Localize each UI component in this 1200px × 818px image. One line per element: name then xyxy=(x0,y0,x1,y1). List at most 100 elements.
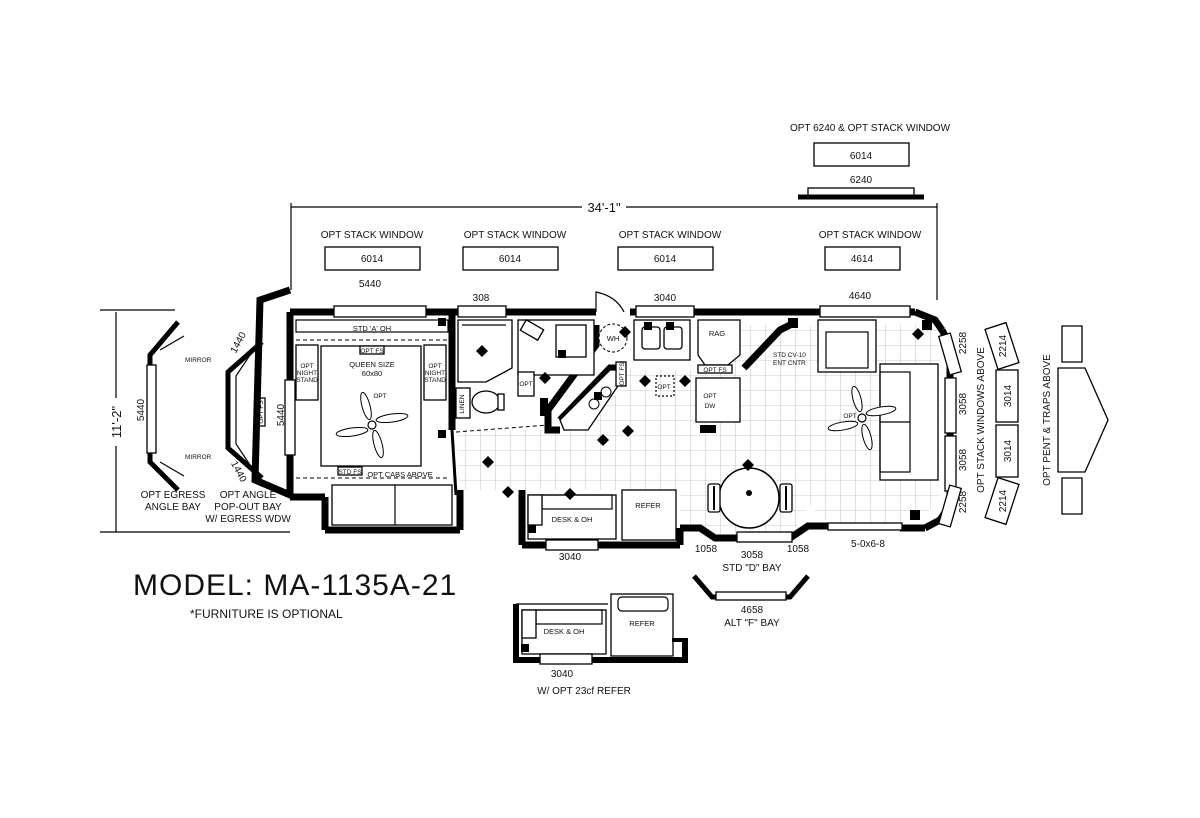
window-3040-top-label: 3040 xyxy=(654,293,677,304)
opt-bath-label: OPT xyxy=(519,381,532,388)
opt-fs-kitchen-label: OPT FS xyxy=(619,362,626,386)
window-308-label: 308 xyxy=(473,293,490,304)
alt-desk-oh-label: DESK & OH xyxy=(544,627,585,636)
egress-bay-label-2: ANGLE BAY xyxy=(145,502,201,513)
bedroom xyxy=(295,318,453,526)
window-3058-bay xyxy=(736,531,793,543)
nightstand-left-label-2: NIGHT xyxy=(297,370,317,377)
fan-opt-living-label: OPT xyxy=(843,413,856,420)
std-cv10-label-2: ENT CNTR xyxy=(773,360,806,367)
opt-stack-window-label-3: OPT STACK WINDOW xyxy=(619,230,722,241)
stack-window-6014-top-label: 6014 xyxy=(850,151,873,162)
alt-refer-layout xyxy=(513,593,688,665)
std-cv10-label-1: STD CV-10 xyxy=(773,352,806,359)
opt-stack-window-label-1: OPT STACK WINDOW xyxy=(321,230,424,241)
opt-stack-window-label-4: OPT STACK WINDOW xyxy=(819,230,922,241)
stack-window-3014-b-label: 3014 xyxy=(1003,439,1014,462)
window-3058-a xyxy=(944,377,957,434)
egress-angle-bay xyxy=(146,320,185,492)
opt-fs-bed-label: OPT FS xyxy=(360,348,384,355)
egress-bay-label-1: OPT EGRESS xyxy=(141,490,206,501)
window-4640 xyxy=(819,305,911,318)
pent-traps-label: OPT PENT & TRAPS ABOVE xyxy=(1042,354,1053,486)
nightstand-left-label-3: STAND xyxy=(296,377,318,384)
std-fs-label: STD FS xyxy=(338,469,362,476)
std-d-bay-label: STD "D" BAY xyxy=(722,563,781,574)
opt-fs-bay-label: OPT FS xyxy=(258,400,265,424)
window-2258-bot-label: 2258 xyxy=(958,490,969,513)
window-2258-top xyxy=(937,332,963,376)
window-3040-top xyxy=(635,305,695,318)
bathroom xyxy=(455,318,595,433)
nightstand-right-label-1: OPT xyxy=(428,363,441,370)
window-1058-b-label: 1058 xyxy=(787,544,810,555)
alt-f-bay-label: ALT "F" BAY xyxy=(724,618,780,629)
alt-refer-label: REFER xyxy=(629,619,655,628)
window-5440-left-label: 5440 xyxy=(136,398,147,421)
bed-dims-label: 60x80 xyxy=(362,369,382,378)
stack-windows-above-label: OPT STACK WINDOWS ABOVE xyxy=(976,347,987,493)
window-3058-bay-label: 3058 xyxy=(741,550,764,561)
stack-window-2214-b-label: 2214 xyxy=(998,489,1009,512)
window-6240-label: 6240 xyxy=(850,175,873,186)
tile-floor xyxy=(456,325,940,535)
stack-window-box-3-label: 6014 xyxy=(654,254,677,265)
rag-label: RAG xyxy=(709,329,725,338)
overall-length-label: 34'-1" xyxy=(587,200,621,215)
window-5440-bed xyxy=(284,379,296,456)
window-3058-a-label: 3058 xyxy=(958,392,969,415)
dining-area xyxy=(482,456,793,541)
refer-label: REFER xyxy=(635,501,661,510)
mirror-label-2: MIRROR xyxy=(185,454,212,461)
ceiling-fan-living-icon xyxy=(827,385,897,451)
stack-window-6014-top xyxy=(813,142,910,167)
opt-stack-window-label-2: OPT STACK WINDOW xyxy=(464,230,567,241)
entry-door-5068 xyxy=(827,522,903,531)
stack-window-box-2-label: 6014 xyxy=(499,254,522,265)
window-3058-b xyxy=(944,435,957,492)
popout-label-3: W/ EGRESS WDW xyxy=(205,514,291,525)
stack-window-box-4 xyxy=(824,246,901,271)
stack-window-box-1-label: 6014 xyxy=(361,254,384,265)
popout-label-2: POP-OUT BAY xyxy=(214,502,282,513)
window-4658-label: 4658 xyxy=(741,605,764,616)
opt-dw-label-1: OPT xyxy=(703,393,716,400)
window-308 xyxy=(457,305,507,318)
door-5068-label: 5-0x6-8 xyxy=(851,539,885,550)
nightstand-right-label-3: STAND xyxy=(424,377,446,384)
opt-fs-rag-label: OPT FS xyxy=(703,367,727,374)
pent-traps xyxy=(1057,325,1109,515)
opt-kitchen-label: OPT xyxy=(657,384,670,391)
furniture-note: *FURNITURE IS OPTIONAL xyxy=(190,607,343,621)
window-5440-top-label: 5440 xyxy=(359,279,382,290)
right-stack-windows xyxy=(984,321,1020,526)
water-heater-label: WH xyxy=(607,334,620,343)
window-2258-bot xyxy=(937,484,963,528)
ceiling-fan-bedroom-icon xyxy=(335,391,409,459)
opt-dw-label-2: DW xyxy=(705,403,717,410)
opt-cabs-above-label: OPT CABS ABOVE xyxy=(367,470,432,479)
stack-window-box-1 xyxy=(324,246,421,271)
window-4640-label: 4640 xyxy=(849,291,872,302)
living-room xyxy=(788,318,939,520)
window-2258-top-label: 2258 xyxy=(958,331,969,354)
fan-opt-bed-label: OPT xyxy=(373,393,386,400)
stack-window-2214-a-label: 2214 xyxy=(998,334,1009,357)
desk-oh-label: DESK & OH xyxy=(552,515,593,524)
window-1058-a-label: 1058 xyxy=(695,544,718,555)
overall-width-label: 11'-2" xyxy=(109,406,124,439)
stack-window-box-3 xyxy=(617,246,714,271)
mirror-label-1: MIRROR xyxy=(185,357,212,364)
stack-window-box-2 xyxy=(462,246,559,271)
nightstand-right-label-2: NIGHT xyxy=(425,370,445,377)
alt-f-bay xyxy=(692,574,810,601)
window-3058-b-label: 3058 xyxy=(958,448,969,471)
window-3040-bot-label: 3040 xyxy=(559,552,582,563)
std-a-oh-label: STD 'A' OH xyxy=(353,324,391,333)
model-title: MODEL: MA-1135A-21 xyxy=(133,569,457,602)
top-door-swing xyxy=(595,291,625,313)
linen-label: LINEN xyxy=(459,394,466,413)
window-3040-bot xyxy=(545,539,599,551)
queen-size-label: QUEEN SIZE xyxy=(349,360,394,369)
